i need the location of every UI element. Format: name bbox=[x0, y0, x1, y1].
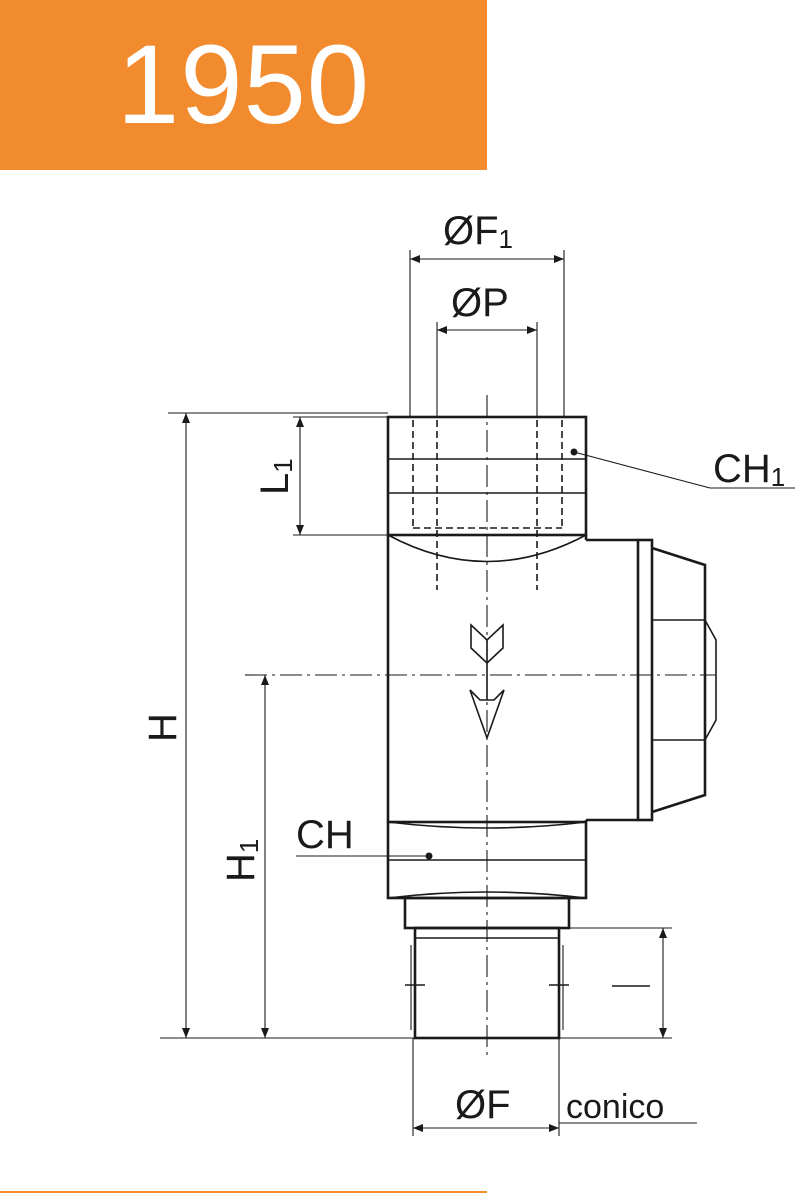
dimension-f1: ØF1 bbox=[409, 209, 565, 417]
label-l1: L1 bbox=[253, 458, 298, 495]
title-banner bbox=[0, 0, 487, 170]
dimension-h1: H1 bbox=[219, 675, 269, 1038]
flow-arrow-icon bbox=[469, 623, 505, 741]
leader-ch1: CH1 bbox=[570, 447, 795, 492]
dimension-i bbox=[559, 927, 672, 1039]
label-ch1: CH1 bbox=[713, 447, 785, 492]
top-bore-hidden-lines bbox=[412, 420, 563, 590]
label-f: ØF bbox=[455, 1083, 511, 1127]
dimension-f: ØF conico bbox=[412, 1038, 697, 1136]
bottom-divider bbox=[0, 1191, 487, 1193]
label-h1: H1 bbox=[219, 839, 264, 882]
label-ch: CH bbox=[296, 813, 354, 857]
stem-thread-marks bbox=[405, 945, 569, 1030]
page-title: 1950 bbox=[116, 22, 371, 147]
center-lines bbox=[245, 395, 716, 1055]
label-h: H bbox=[141, 713, 185, 742]
label-conico: conico bbox=[566, 1088, 664, 1126]
label-p: ØP bbox=[451, 281, 509, 325]
label-f1: ØF1 bbox=[443, 209, 513, 254]
dimension-h: H bbox=[141, 412, 415, 1039]
dimension-p: ØP bbox=[436, 281, 538, 417]
dimension-l1: L1 bbox=[253, 416, 388, 536]
leader-ch: CH bbox=[296, 813, 433, 860]
